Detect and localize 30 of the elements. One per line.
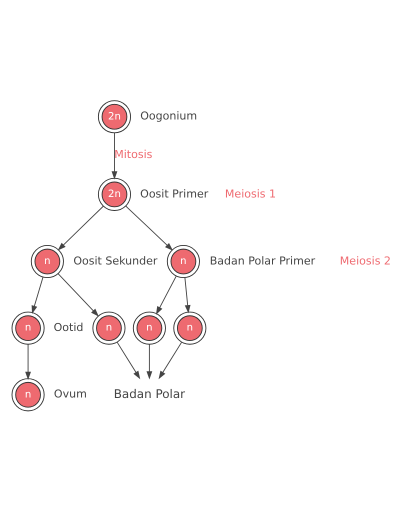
arrow xyxy=(58,273,99,317)
node-circle: n xyxy=(173,312,206,345)
arrow xyxy=(156,276,177,315)
node-label: Ovum xyxy=(54,388,87,401)
arrow xyxy=(58,206,104,251)
node-label: Oosit Primer xyxy=(140,187,208,200)
edge-label: Mitosis xyxy=(114,148,152,162)
arrow xyxy=(158,342,182,380)
arrow xyxy=(146,344,152,380)
node-circle: 2n xyxy=(98,178,132,211)
arrow xyxy=(112,132,118,180)
arrow xyxy=(116,342,140,380)
node-text: Badan Polar xyxy=(114,386,186,401)
node-circle: n xyxy=(12,312,45,345)
arrow xyxy=(125,206,174,251)
arrow xyxy=(184,277,191,314)
node-circle: 2n xyxy=(98,100,132,134)
node-circle: n xyxy=(92,312,126,345)
node-label: Oogonium xyxy=(140,110,198,123)
label: Meiosis 2 xyxy=(340,254,391,268)
node-circle: n xyxy=(12,378,45,412)
node-circle: n xyxy=(166,244,200,278)
arrow xyxy=(25,344,31,380)
label: Meiosis 1 xyxy=(224,187,276,200)
node-label: Ootid xyxy=(54,320,84,334)
node-circle: n xyxy=(132,312,166,345)
node-label: Oosit Sekunder xyxy=(73,254,158,268)
node-circle: n xyxy=(30,244,64,278)
arrow xyxy=(32,276,44,314)
node-label: Badan Polar Primer xyxy=(210,254,316,268)
